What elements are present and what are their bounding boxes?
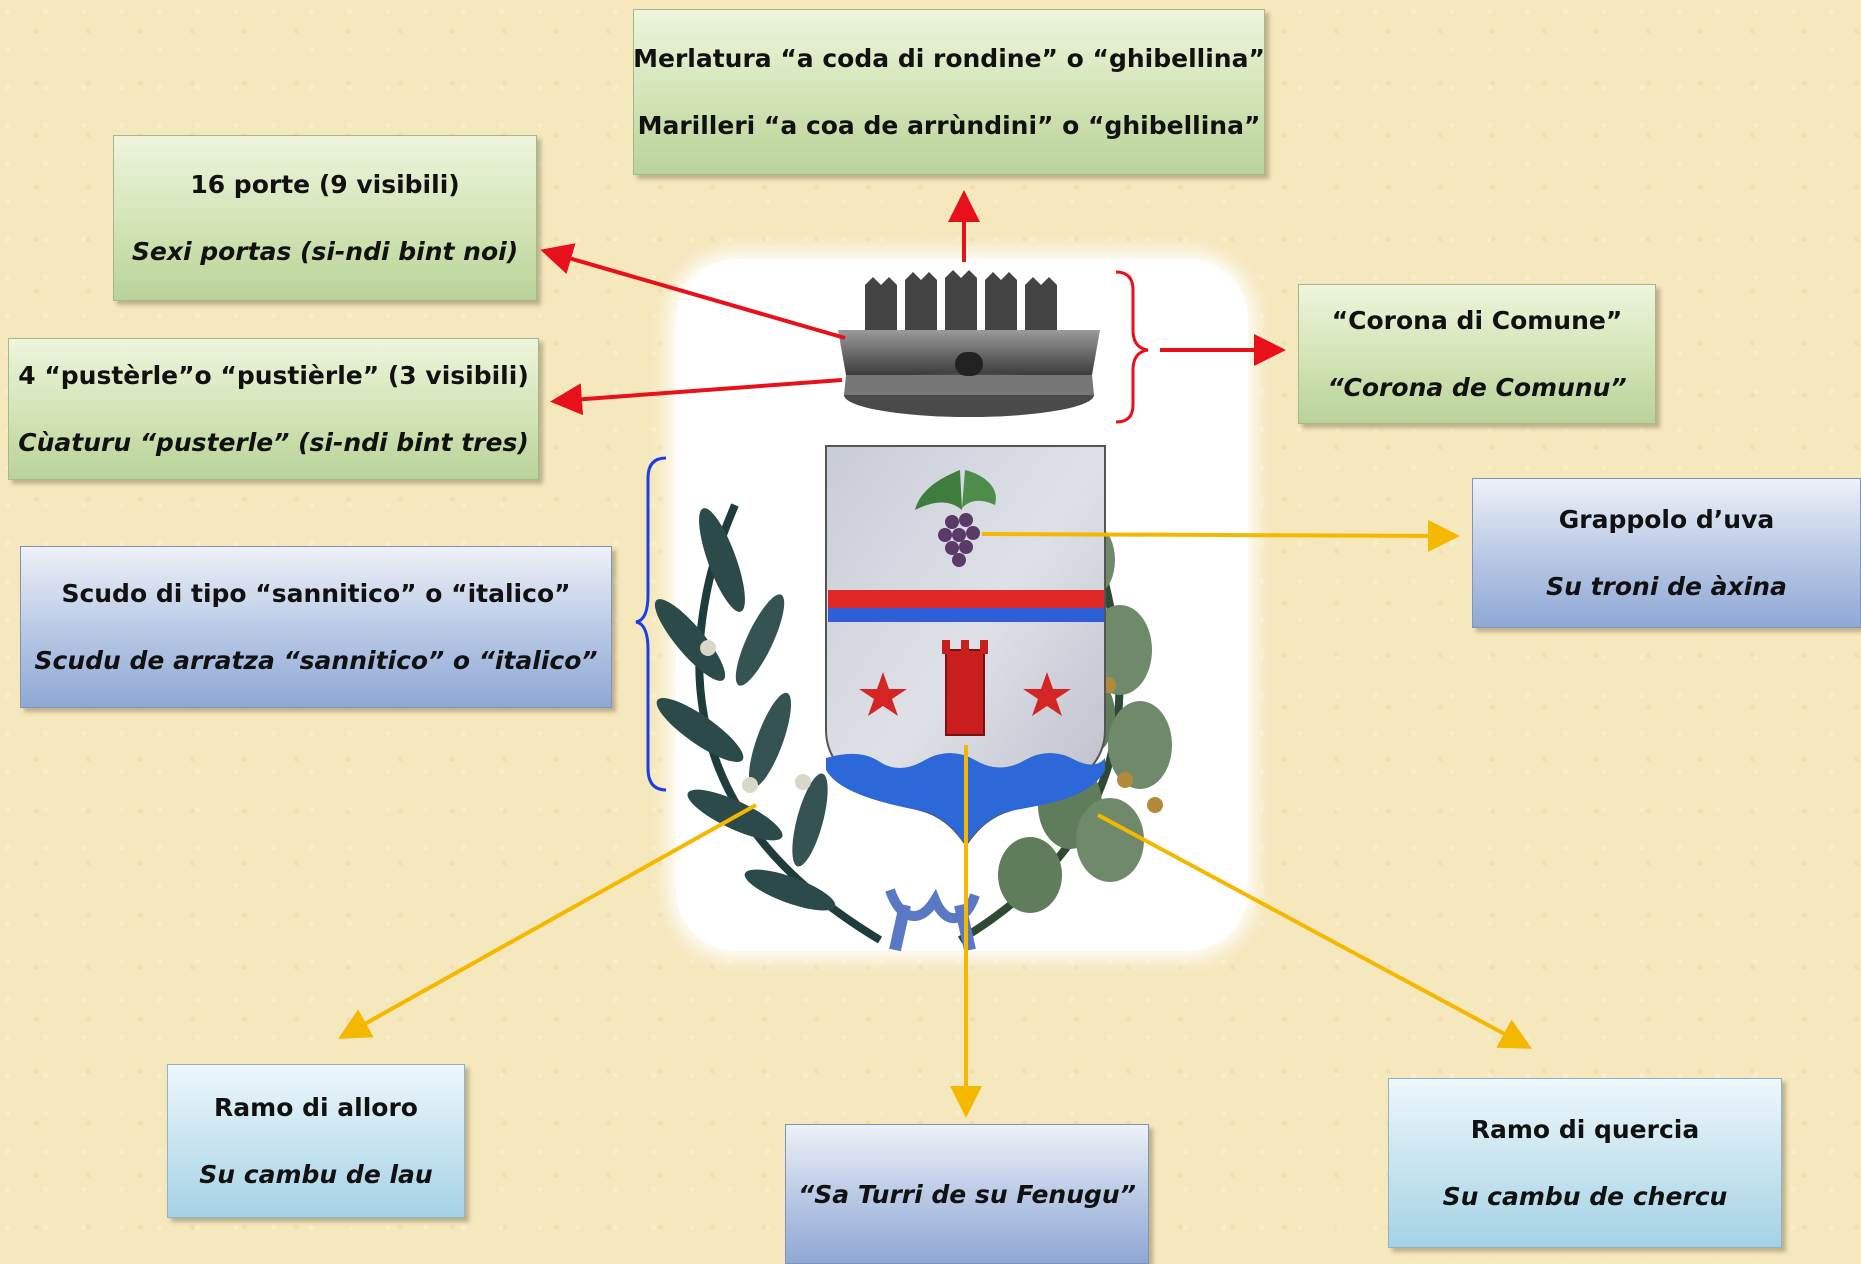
arrow-to-grappolo [981,519,1460,552]
crown-bracket [1115,270,1149,424]
label-scudo: Scudo di tipo “sannitico” o “italico” Sc… [20,546,612,708]
corona-italian: “Corona di Comune” [1331,306,1623,335]
label-grappolo: Grappolo d’uva Su troni de àxina [1472,478,1861,628]
tower-icon [942,640,988,736]
alloro-sardinian: Su cambu de lau [199,1160,433,1189]
alloro-italian: Ramo di alloro [214,1093,418,1122]
porte-italian: 16 porte (9 visibili) [190,170,460,199]
scudo-sardinian: Scudu de arratza “sannitico” o “italico” [34,646,598,675]
label-corona: “Corona di Comune” “Corona de Comunu” [1298,284,1656,424]
corona-sardinian: “Corona de Comunu” [1327,373,1627,402]
quercia-sardinian: Su cambu de chercu [1442,1182,1728,1211]
label-pusterle: 4 “pustèrle”o “pustièrle” (3 visibili) C… [8,338,539,480]
arrow-to-pusterle [550,378,843,416]
label-turri: “Sa Turri de su Fenugu” [785,1124,1149,1264]
arrow-to-alloro [338,803,757,1039]
arrow-to-porte [540,243,846,340]
grape-cluster-icon [915,470,996,567]
label-merlatura: Merlatura “a coda di rondine” o “ghibell… [633,9,1265,175]
mural-crown-icon [838,270,1100,417]
label-porte: 16 porte (9 visibili) Sexi portas (si-nd… [113,135,537,301]
scudo-italian: Scudo di tipo “sannitico” o “italico” [61,579,571,608]
laurel-branch-icon [654,503,883,944]
quercia-italian: Ramo di quercia [1470,1115,1700,1144]
label-alloro: Ramo di alloro Su cambu de lau [167,1064,465,1218]
label-quercia: Ramo di quercia Su cambu de chercu [1388,1078,1782,1248]
merlatura-sardinian: Marilleri “a coa de arrùndini” o “ghibel… [637,111,1261,140]
grappolo-italian: Grappolo d’uva [1558,505,1775,534]
turri-sardinian: “Sa Turri de su Fenugu” [798,1179,1136,1209]
pusterle-sardinian: Cùaturu “pusterle” (si-ndi bint tres) [18,428,529,457]
star-icon [859,672,1071,716]
pusterle-italian: 4 “pustèrle”o “pustièrle” (3 visibili) [18,361,529,390]
porte-sardinian: Sexi portas (si-ndi bint noi) [131,237,519,266]
arrow-to-quercia [1097,813,1533,1049]
merlatura-italian: Merlatura “a coda di rondine” o “ghibell… [633,44,1265,73]
grappolo-sardinian: Su troni de àxina [1546,572,1787,601]
shield-bracket [635,456,667,792]
